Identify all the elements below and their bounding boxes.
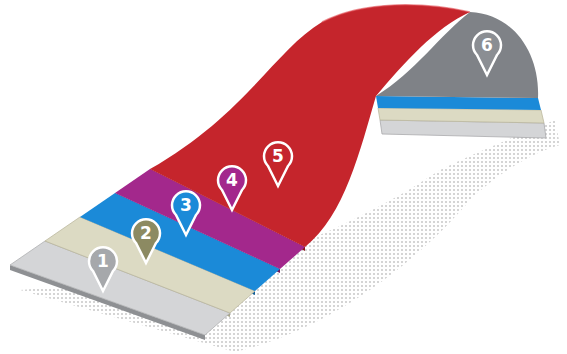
callout-number: 2: [132, 222, 160, 244]
callout-number: 3: [172, 194, 200, 216]
callout-number: 5: [264, 145, 292, 167]
callout-number: 6: [473, 34, 501, 56]
callout-number: 4: [218, 169, 246, 191]
top-coat: [150, 5, 470, 247]
callout-number: 1: [89, 250, 117, 272]
callout-pins: [89, 31, 501, 291]
